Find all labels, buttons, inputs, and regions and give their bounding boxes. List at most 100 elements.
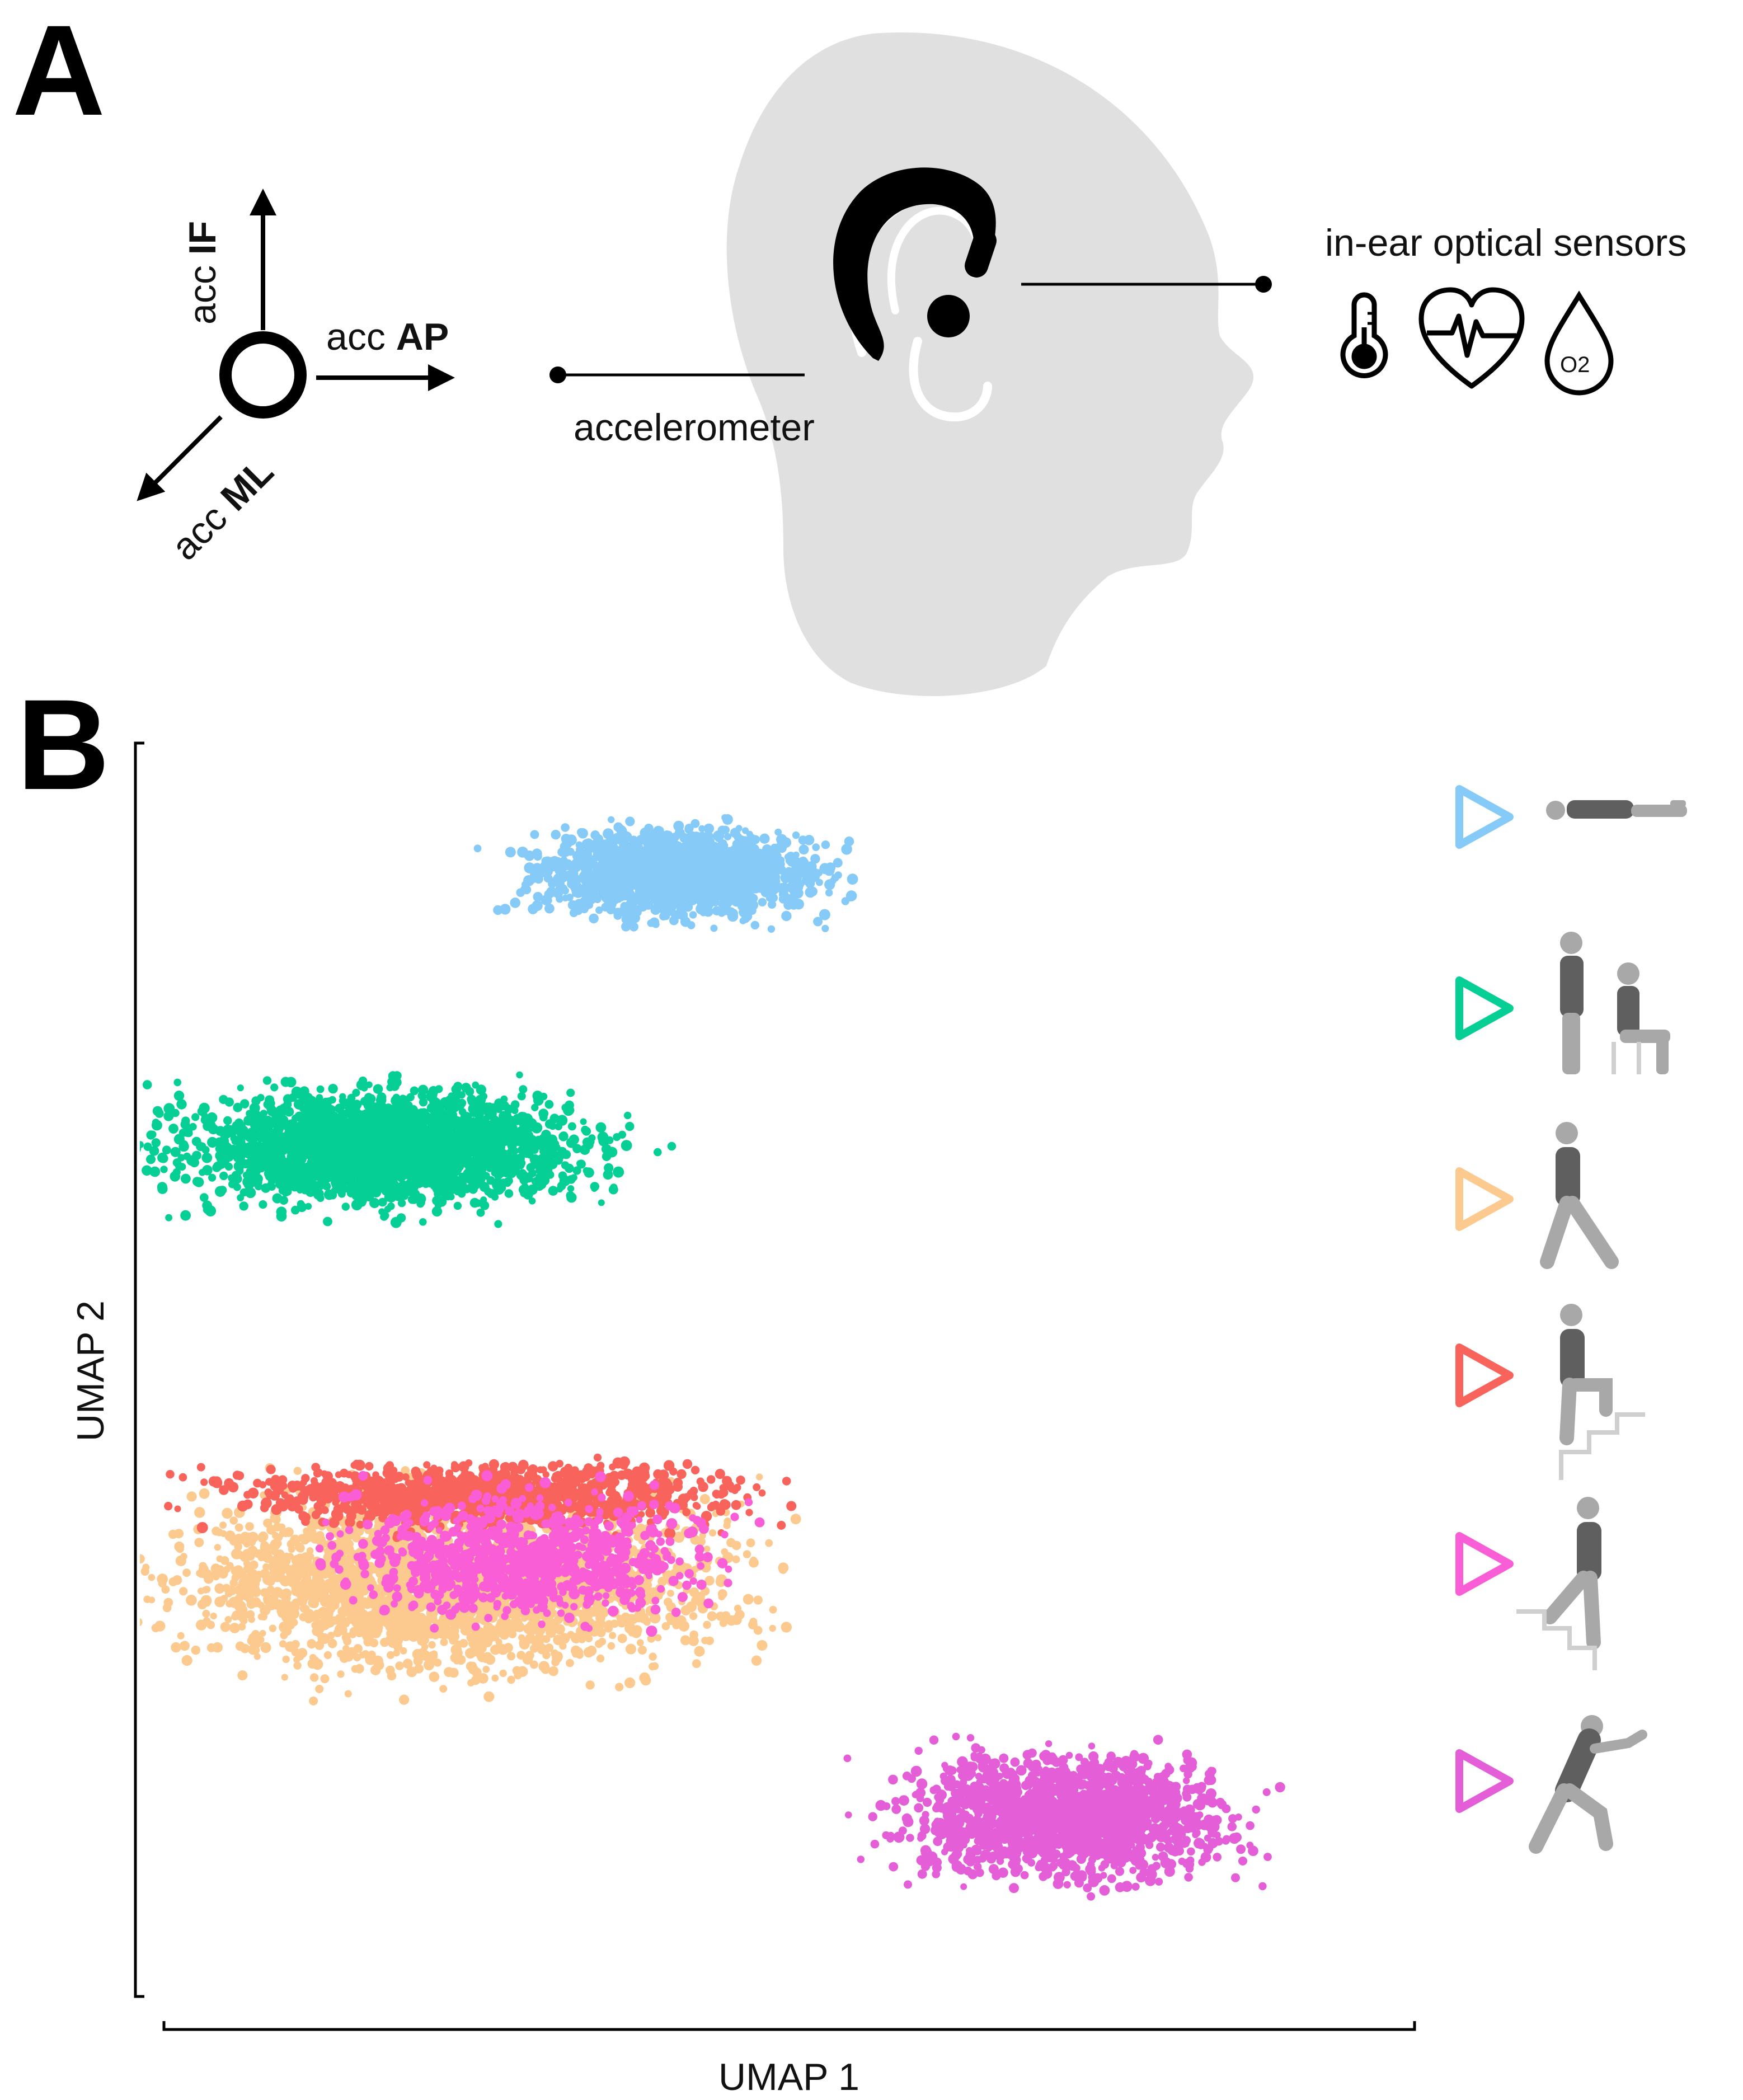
- scatter-point: [565, 1545, 573, 1553]
- scatter-point: [726, 1538, 736, 1548]
- o2-text: O2: [1560, 353, 1590, 377]
- scatter-point: [293, 1467, 302, 1475]
- scatter-point: [703, 1598, 714, 1609]
- scatter-point: [651, 1565, 663, 1576]
- scatter-point: [335, 1471, 342, 1478]
- scatter-point: [488, 1575, 496, 1583]
- scatter-point: [781, 910, 792, 922]
- scatter-point: [636, 1516, 643, 1523]
- scatter-point: [224, 1590, 233, 1598]
- scatter-point: [459, 1596, 471, 1608]
- scatter-point: [757, 1640, 768, 1651]
- scatter-point: [118, 1560, 128, 1570]
- scatter-point: [437, 1570, 446, 1578]
- scatter-point: [527, 1632, 535, 1639]
- scatter-point: [281, 1604, 292, 1615]
- scatter-point: [354, 1603, 365, 1614]
- scatter-point: [276, 1501, 287, 1511]
- scatter-point: [279, 1640, 287, 1648]
- scatter-point: [525, 1483, 534, 1492]
- scatter-point: [293, 1574, 300, 1582]
- scatter-point: [342, 1632, 351, 1641]
- scatter-point: [715, 1469, 725, 1479]
- scatter-point: [354, 1504, 361, 1512]
- scatter-point: [649, 1480, 660, 1490]
- scatter-point: [638, 1462, 650, 1473]
- scatter-point: [589, 1606, 599, 1617]
- ear-lobe: [909, 337, 992, 422]
- scatter-point: [569, 1533, 579, 1543]
- scatter-point: [312, 1659, 323, 1670]
- scatter-point: [382, 1468, 392, 1478]
- scatter-point: [386, 1545, 394, 1554]
- scatter-point: [252, 1646, 260, 1655]
- scatter-point: [301, 1474, 310, 1483]
- scatter-point: [342, 1577, 350, 1585]
- scatter-point: [297, 1648, 308, 1658]
- scatter-point: [549, 1516, 558, 1526]
- scatter-point: [186, 1491, 197, 1502]
- head-silhouette: [726, 32, 1254, 697]
- scatter-point: [548, 1504, 556, 1512]
- scatter-point: [465, 1648, 476, 1659]
- scatter-point: [247, 1636, 256, 1646]
- scatter-point: [198, 1587, 205, 1595]
- scatter-point: [689, 1630, 698, 1639]
- scatter-point: [315, 1685, 324, 1693]
- scatter-point: [396, 1483, 407, 1493]
- scatter-point: [628, 1629, 636, 1637]
- scatter-point: [154, 1620, 166, 1632]
- ml-axis-label: acc ML: [163, 450, 281, 568]
- scatter-point: [260, 1605, 271, 1616]
- scatter-point: [731, 1500, 741, 1510]
- scatter-point: [449, 1569, 461, 1580]
- scatter-point: [702, 1552, 713, 1562]
- scatter-point: [510, 1559, 520, 1570]
- scatter-point: [530, 1532, 538, 1539]
- scatter-point: [367, 1584, 374, 1591]
- scatter-point: [635, 1587, 645, 1598]
- scatter-point: [748, 1620, 758, 1630]
- scatter-point: [500, 1462, 509, 1472]
- scatter-point: [546, 1624, 556, 1634]
- scatter-point: [455, 1588, 463, 1596]
- scatter-point: [564, 1613, 575, 1623]
- scatter-point: [553, 1471, 563, 1481]
- umap-scatter: [78, 814, 1285, 1901]
- scatter-point: [426, 1491, 433, 1498]
- scatter-point: [697, 1562, 704, 1570]
- scatter-point: [245, 1522, 254, 1531]
- scatter-point: [627, 1577, 636, 1585]
- scatter-point: [437, 1605, 448, 1615]
- scatter-point: [496, 1483, 508, 1494]
- scatter-point: [549, 1566, 560, 1577]
- scatter-point: [602, 1599, 609, 1607]
- scatter-point: [326, 1532, 334, 1540]
- scatter-point: [404, 1533, 412, 1542]
- scatter-point: [359, 1628, 368, 1637]
- scatter-point: [665, 1537, 675, 1546]
- scatter-point: [309, 1696, 318, 1706]
- scatter-point: [78, 1573, 86, 1581]
- scatter-point: [689, 1587, 699, 1598]
- scatter-point: [603, 1592, 610, 1599]
- scatter-point: [350, 1489, 362, 1501]
- scatter-point: [157, 1573, 168, 1585]
- scatter-point: [262, 1563, 270, 1571]
- scatter-point: [613, 1557, 621, 1564]
- scatter-point: [375, 1537, 387, 1548]
- scatter-point: [397, 1606, 408, 1617]
- scatter-point: [652, 1514, 663, 1525]
- scatter-point: [431, 1519, 439, 1528]
- scatter-point: [353, 1644, 363, 1653]
- scatter-point: [707, 1611, 717, 1622]
- scatter-point: [703, 1620, 711, 1629]
- scatter-point: [402, 1659, 413, 1669]
- scatter-point: [650, 1613, 660, 1623]
- scatter-point: [445, 1469, 454, 1478]
- scatter-point: [676, 1615, 687, 1626]
- scatter-point: [428, 1641, 436, 1649]
- scatter-point: [596, 1654, 605, 1663]
- scatter-point: [315, 1544, 324, 1553]
- scatter-point: [603, 1565, 611, 1573]
